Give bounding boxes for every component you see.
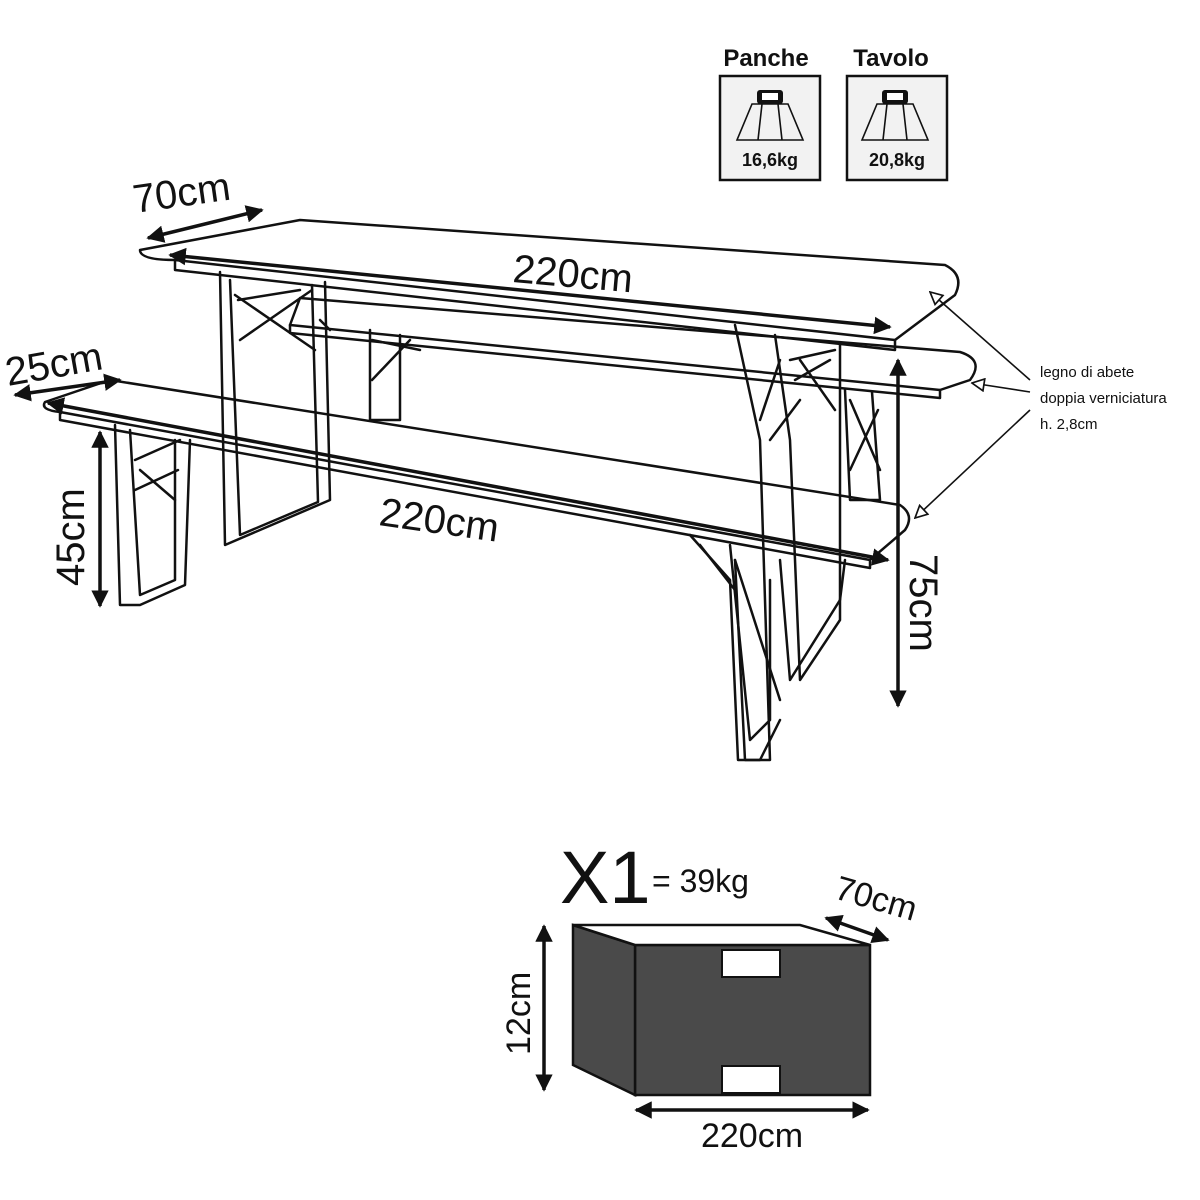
box-handle-top bbox=[721, 949, 781, 978]
material-note-line1: legno di abete bbox=[1040, 364, 1134, 381]
material-leader-mid bbox=[972, 383, 1031, 393]
material-leader-top bbox=[930, 292, 1031, 381]
package-length-label: 220cm bbox=[701, 1117, 803, 1155]
package-weight: = 39kg bbox=[652, 863, 749, 899]
bench-height-label: 45cm bbox=[49, 488, 93, 586]
bench-length-arrow bbox=[46, 397, 890, 566]
box-depth-arrow bbox=[824, 915, 890, 943]
package-depth-label: 70cm bbox=[831, 869, 921, 928]
table-bench-drawing bbox=[13, 205, 1031, 762]
table-length-label: 220cm bbox=[511, 247, 634, 301]
package-height-label: 12cm bbox=[500, 972, 538, 1055]
weight-icon bbox=[735, 90, 805, 141]
package-quantity: X1 bbox=[560, 836, 651, 919]
box-handle-bottom bbox=[721, 1065, 781, 1094]
bench-width-arrow bbox=[13, 373, 122, 402]
back-bench bbox=[288, 296, 977, 502]
table-height-label: 75cm bbox=[901, 554, 945, 652]
table-width-label: 70cm bbox=[130, 165, 233, 222]
package-box bbox=[535, 915, 890, 1119]
weight-benches-value: 16,6kg bbox=[742, 150, 798, 170]
front-bench bbox=[42, 378, 911, 762]
table-length-arrow bbox=[168, 247, 892, 335]
weight-icon bbox=[860, 90, 930, 141]
weight-table-title: Tavolo bbox=[853, 45, 929, 72]
material-note-line3: h. 2,8cm bbox=[1040, 416, 1098, 433]
box-top-face bbox=[572, 923, 871, 947]
material-note-line2: doppia verniciatura bbox=[1040, 390, 1167, 407]
weight-box-benches: Panche 16,6kg bbox=[718, 45, 822, 182]
weight-box-table: Tavolo 20,8kg bbox=[845, 45, 949, 182]
weight-benches-title: Panche bbox=[723, 45, 808, 72]
weight-table-value: 20,8kg bbox=[869, 150, 925, 170]
table-leg-left bbox=[218, 270, 332, 547]
bench-length-label: 220cm bbox=[377, 490, 502, 550]
box-side-face bbox=[571, 923, 637, 1097]
material-leader-bottom bbox=[915, 409, 1031, 518]
table-width-arrow bbox=[146, 205, 264, 243]
